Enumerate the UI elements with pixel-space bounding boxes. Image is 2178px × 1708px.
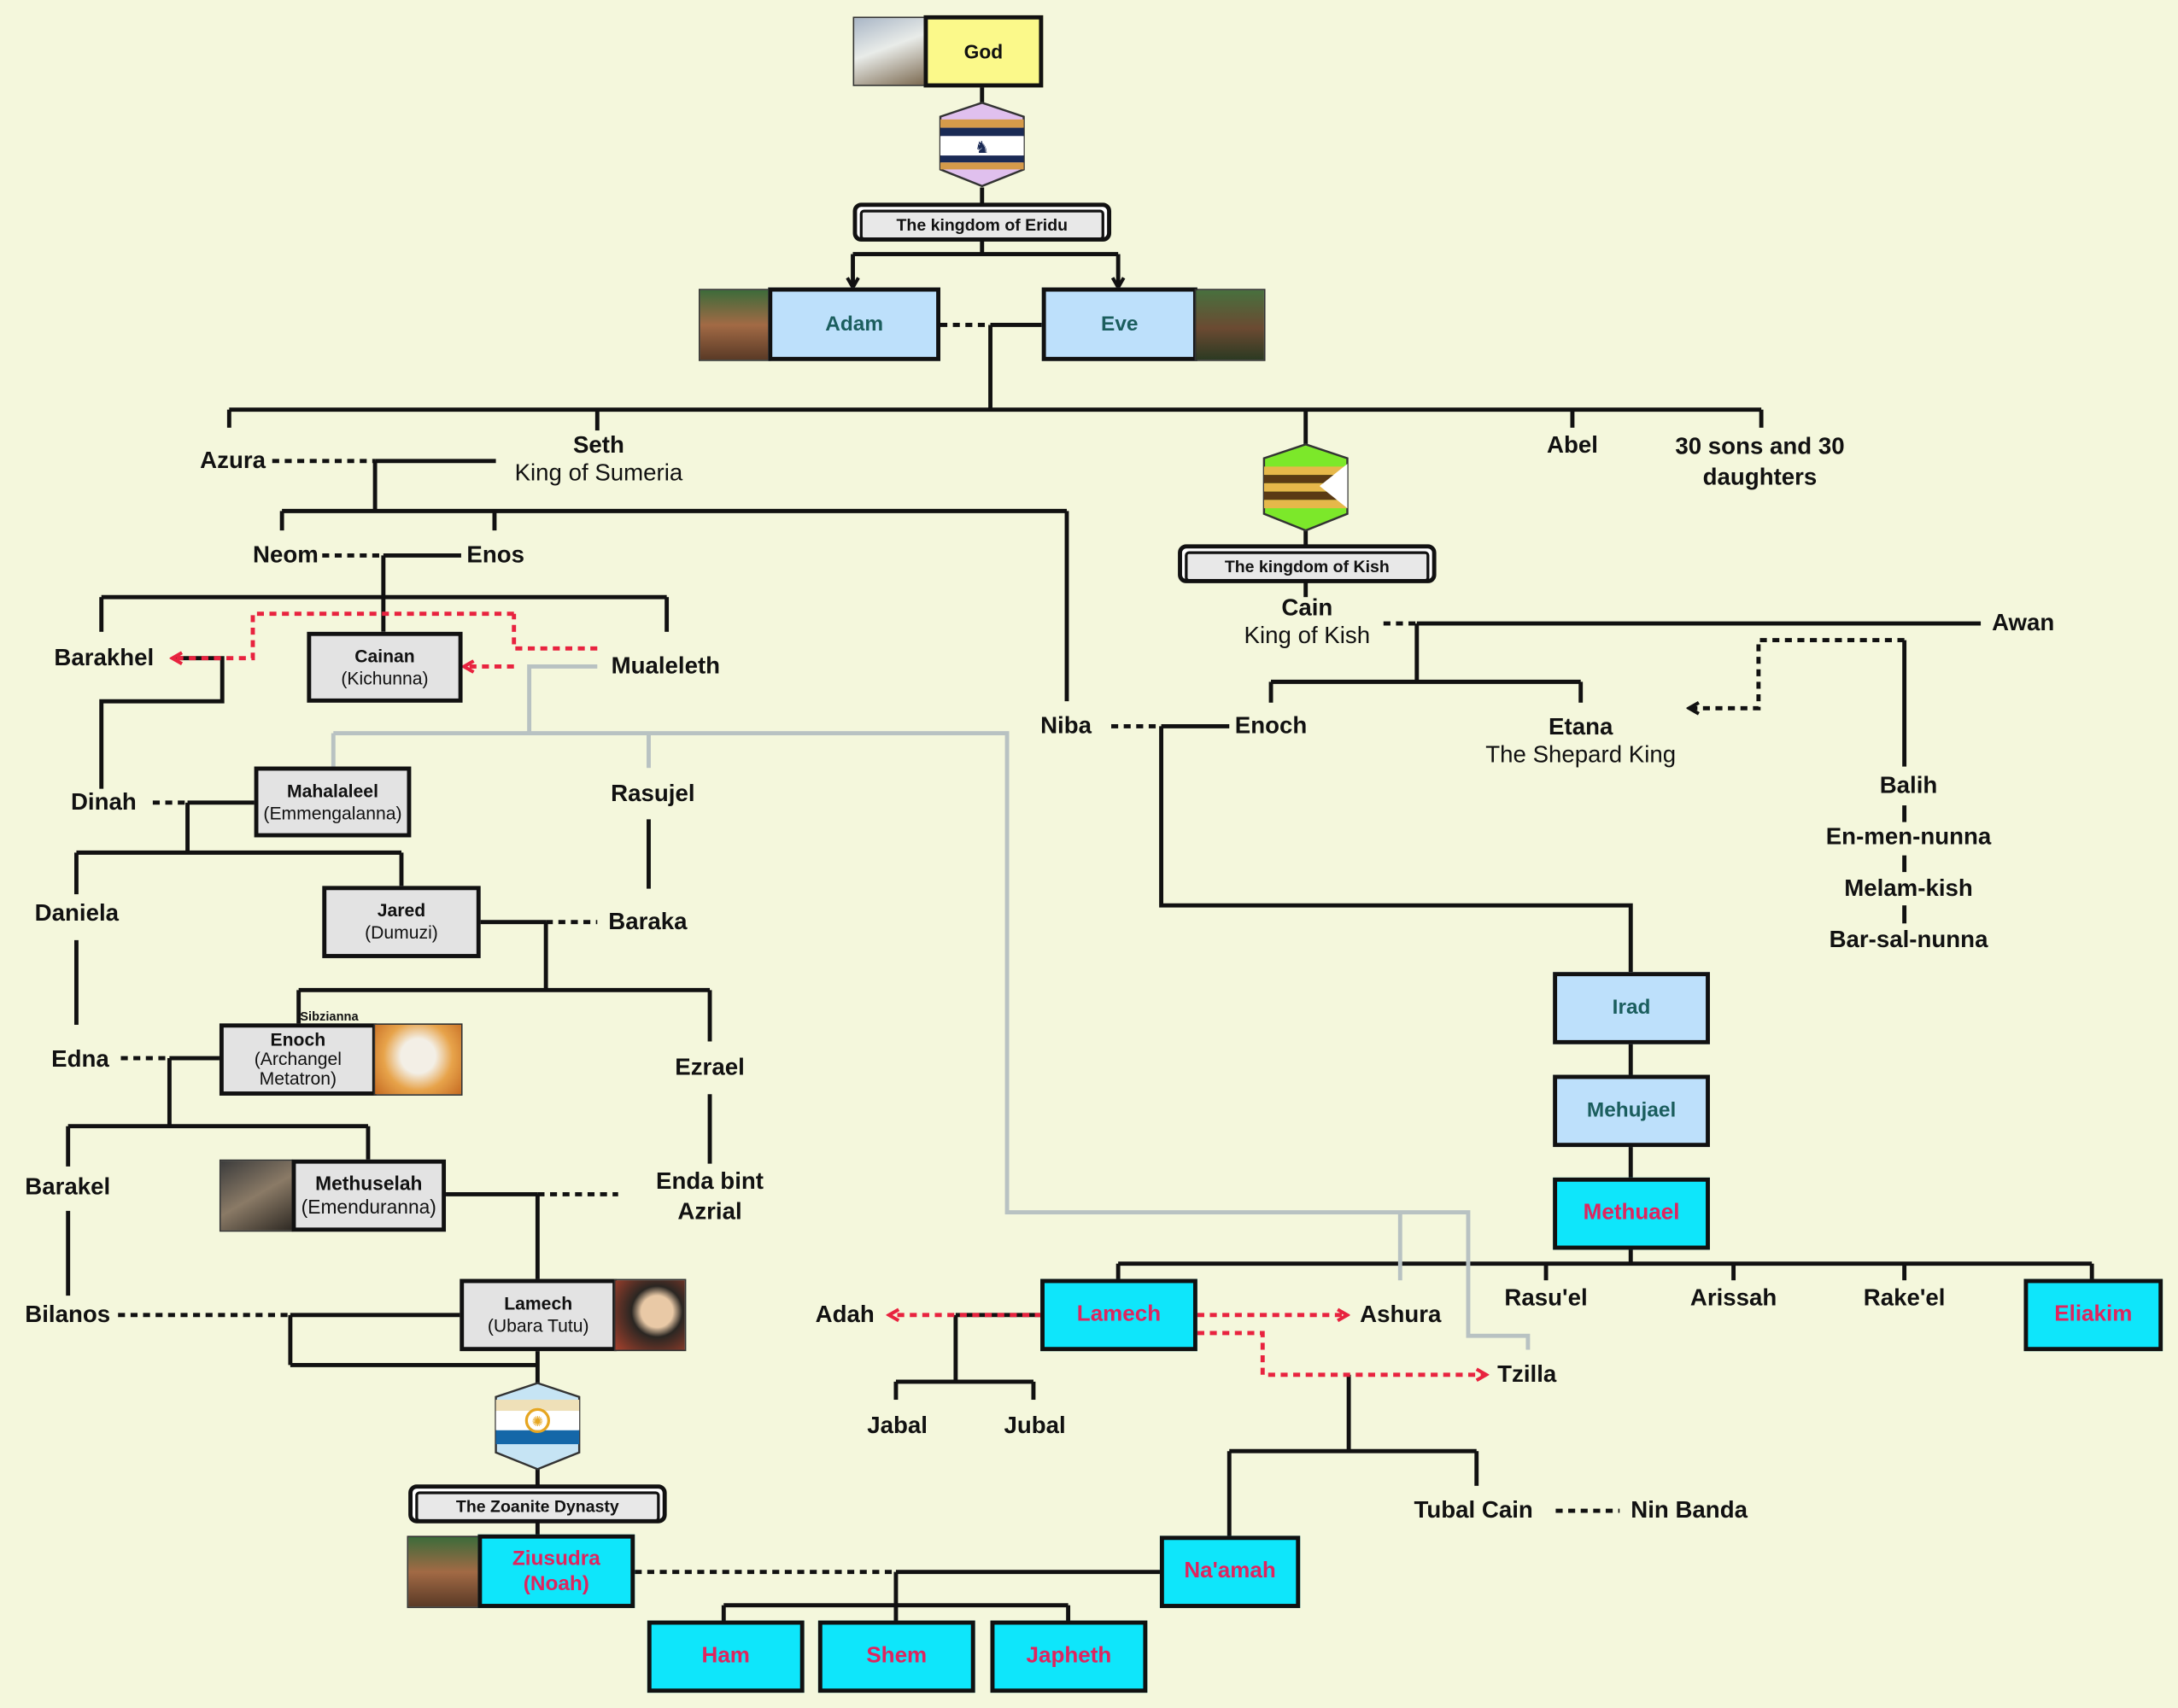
methuael-box: Methuael <box>1553 1177 1710 1250</box>
baraka-label: Baraka <box>608 908 688 935</box>
dinah-label: Dinah <box>70 788 137 816</box>
tubal-cain-label: Tubal Cain <box>1414 1496 1533 1524</box>
adam-portrait <box>699 289 771 361</box>
kingdom-eridu-label: The kingdom of Eridu <box>852 202 1112 242</box>
kingdom-kish-label: The kingdom of Kish <box>1178 544 1437 583</box>
balih-label: Balih <box>1879 772 1938 798</box>
zoanite-dynasty-label: The Zoanite Dynasty <box>408 1484 667 1524</box>
lamech-seth-line-name: Lamech <box>504 1293 573 1314</box>
adam-box: Adam <box>768 287 940 361</box>
arissah-label: Arissah <box>1689 1284 1777 1311</box>
eridu-banner-icon: ♞ <box>939 102 1025 188</box>
cain-title: King of Kish <box>1244 622 1371 649</box>
rakeel-label: Rake'el <box>1863 1284 1946 1311</box>
enoch-name: Enoch <box>270 1028 326 1050</box>
methuselah-box: Methuselah(Emenduranna) <box>291 1159 447 1232</box>
cainan-name: Cainan <box>354 645 415 667</box>
cain-name: Cain <box>1281 594 1333 621</box>
jubal-label: Jubal <box>1004 1412 1066 1439</box>
shem-box: Shem <box>817 1620 975 1693</box>
enoch-portrait <box>373 1023 463 1096</box>
adah-label: Adah <box>815 1301 875 1328</box>
melam-kish-label: Melam-kish <box>1844 874 1973 902</box>
tzilla-label: Tzilla <box>1497 1360 1557 1388</box>
ham-box: Ham <box>647 1620 805 1693</box>
zoanite-banner-icon: ✺ <box>495 1382 581 1471</box>
etana-name: Etana <box>1549 713 1613 740</box>
rasujel-label: Rasujel <box>611 780 695 807</box>
enoch-son-of-cain-label: Enoch <box>1234 712 1308 740</box>
enda-bint-azrial-label: Enda bint Azrial <box>656 1167 764 1225</box>
bilanos-label: Bilanos <box>25 1301 111 1328</box>
irad-box: Irad <box>1553 972 1710 1044</box>
eve-box: Eve <box>1041 287 1197 361</box>
lamech-ubara-tutu-box: Lamech(Ubara Tutu) <box>460 1278 618 1352</box>
edna-label: Edna <box>51 1045 109 1073</box>
japheth-box: Japheth <box>990 1620 1148 1693</box>
eliakim-box: Eliakim <box>2023 1278 2163 1352</box>
seth-title: King of Sumeria <box>514 459 683 487</box>
lamech-portrait <box>613 1278 687 1352</box>
mahalaleel-alt-name: (Emmengalanna) <box>263 802 402 823</box>
sibzianna-label: Sibzianna <box>300 1009 359 1024</box>
azura-label: Azura <box>200 447 266 474</box>
god-box: God <box>923 15 1044 88</box>
etana-title: The Shepard King <box>1485 741 1677 769</box>
kish-banner-icon <box>1262 443 1349 532</box>
cainan-box: Cainan(Kichunna) <box>307 631 463 703</box>
enoch-metatron-box: Enoch(Archangel Metatron) <box>219 1023 377 1096</box>
lamech-alt-name: (Ubara Tutu) <box>487 1314 589 1337</box>
ziusudra-name: Ziusudra <box>512 1546 600 1571</box>
cainan-alt-name: (Kichunna) <box>341 667 429 688</box>
barakhel-label: Barakhel <box>54 644 155 671</box>
ziusudra-portrait <box>407 1535 481 1608</box>
jared-box: Jared(Dumuzi) <box>322 886 481 958</box>
enos-label: Enos <box>466 541 525 569</box>
naamah-box: Na'amah <box>1159 1535 1301 1608</box>
rasuel-label: Rasu'el <box>1504 1284 1588 1311</box>
methuselah-portrait <box>219 1159 294 1232</box>
methuselah-name: Methuselah <box>315 1172 423 1195</box>
svg-text:✺: ✺ <box>532 1413 544 1430</box>
methuselah-alt-name: (Emenduranna) <box>301 1196 436 1219</box>
neom-label: Neom <box>252 541 319 569</box>
jared-name: Jared <box>377 900 426 921</box>
jabal-label: Jabal <box>867 1412 928 1439</box>
barakel-label: Barakel <box>25 1173 111 1200</box>
abel-label: Abel <box>1546 431 1598 459</box>
seth-name: Seth <box>572 431 624 459</box>
bar-sal-nunna-label: Bar-sal-nunna <box>1829 926 1988 953</box>
lamech-cain-line-box: Lamech <box>1040 1278 1197 1352</box>
awan-label: Awan <box>1992 609 2055 636</box>
jared-alt-name: (Dumuzi) <box>365 921 438 944</box>
daniela-label: Daniela <box>34 899 120 927</box>
sons-daughters-label: 30 sons and 30 daughters <box>1675 433 1845 491</box>
en-men-nunna-label: En-men-nunna <box>1825 823 1992 851</box>
mualeleth-label: Mualeleth <box>611 652 721 680</box>
noah-alt-name: (Noah) <box>523 1571 589 1595</box>
mahalaleel-box: Mahalaleel(Emmengalanna) <box>254 766 412 838</box>
ashura-label: Ashura <box>1360 1301 1442 1328</box>
niba-label: Niba <box>1040 712 1092 740</box>
nin-banda-label: Nin Banda <box>1631 1496 1748 1524</box>
mehujael-box: Mehujael <box>1553 1074 1710 1148</box>
ezrael-label: Ezrael <box>675 1054 745 1081</box>
enoch-alt-name: (Archangel Metatron) <box>254 1048 342 1090</box>
god-portrait <box>852 16 926 86</box>
svg-text:♞: ♞ <box>975 137 989 157</box>
eve-portrait <box>1194 289 1266 361</box>
mahalaleel-name: Mahalaleel <box>287 780 378 802</box>
ziusudra-box: Ziusudra(Noah) <box>477 1534 635 1608</box>
